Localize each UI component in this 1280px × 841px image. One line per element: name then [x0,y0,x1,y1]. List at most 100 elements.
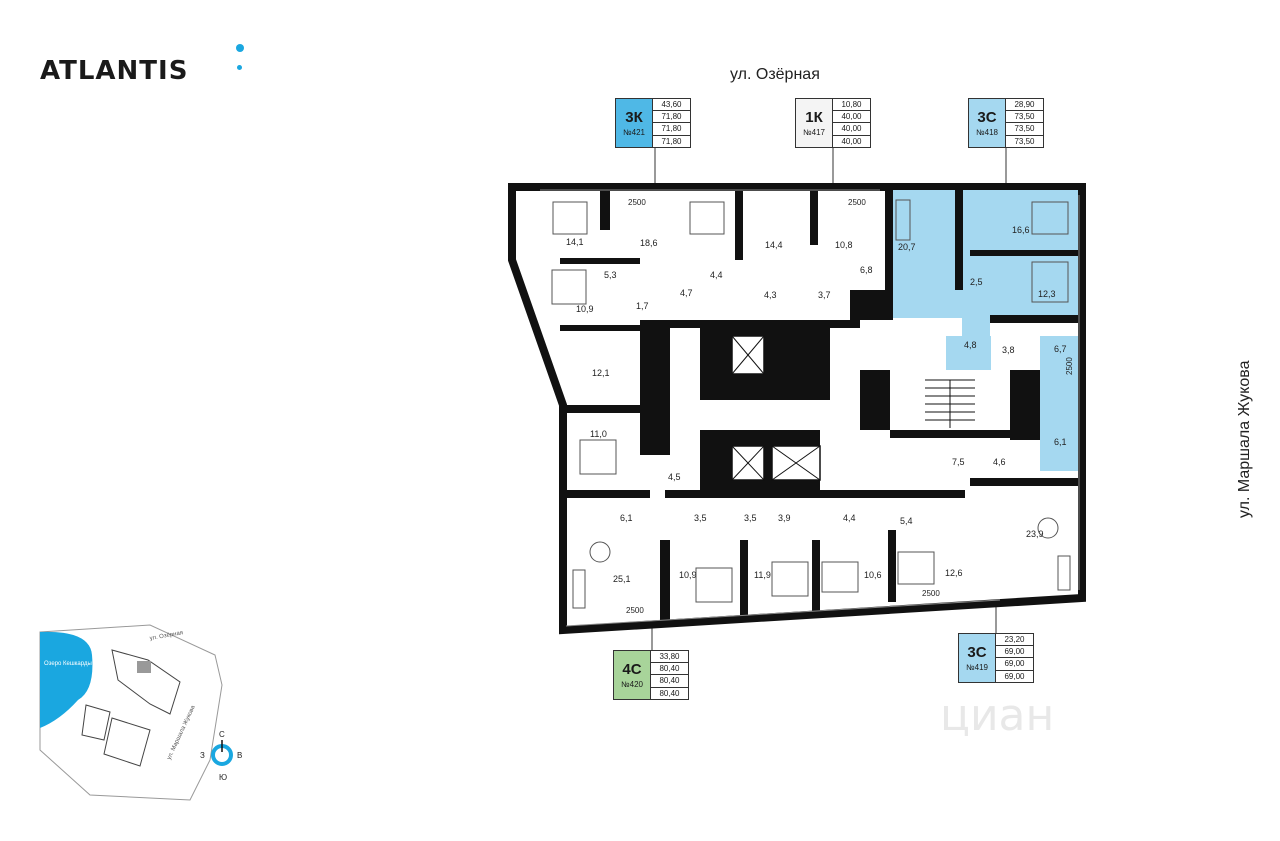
furniture [551,199,1071,609]
room-labels: 14,1 18,6 14,4 10,8 20,7 16,6 5,3 4,4 6,… [566,225,1067,584]
compass-west: З [200,751,205,760]
wall-block [700,320,830,400]
apartment-card-421[interactable]: 3К №421 43,60 71,80 71,80 71,80 [615,98,691,148]
dimension-label: 2500 [628,198,646,207]
core-walls [560,190,1080,625]
room-area-label: 6,1 [620,513,633,523]
bed-icon [1031,201,1069,235]
room-area-label: 10,8 [835,240,853,250]
apartment-type: 3С [977,109,997,126]
room-area-label: 10,6 [864,570,882,580]
value-cell: 80,40 [651,687,689,700]
apartment-type: 3К [625,109,643,126]
minimap-highlight [137,661,151,673]
dimension-label: 2500 [626,606,644,615]
value-cell: 40,00 [833,135,871,148]
room-area-label: 2,5 [970,277,983,287]
apartment-card-419[interactable]: 3С №419 23,20 69,00 69,00 69,00 [958,633,1034,683]
value-cell: 71,80 [653,110,691,123]
apartment-card-420[interactable]: 4С №420 33,80 80,40 80,40 80,40 [613,650,689,700]
brand-logo: ATLANTIS [40,56,188,86]
wall-block [850,290,890,320]
room-area-label: 14,1 [566,237,584,247]
value-cell: 73,50 [1006,110,1044,123]
value-cell: 28,90 [1006,98,1044,111]
bed-icon [695,567,733,603]
room-area-label: 25,1 [613,574,631,584]
wall-block [885,190,893,320]
room-area-label: 11,0 [590,429,607,439]
logo-dot-icon [236,44,244,52]
value-cell: 73,50 [1006,123,1044,136]
sofa-icon [895,199,911,241]
apartment-number: №418 [976,128,998,137]
apartment-type: 3С [967,644,987,661]
site-minimap: Озеро Кешкарды ул. Озёрная ул. Маршала Ж… [39,624,242,801]
apartment-card-417[interactable]: 1К №417 10,80 40,00 40,00 40,00 [795,98,871,148]
value-cell: 69,00 [996,670,1034,683]
value-cell: 80,40 [651,662,689,675]
room-area-label: 7,5 [952,457,965,467]
apartment-card-418[interactable]: 3С №418 28,90 73,50 73,50 73,50 [968,98,1044,148]
apartment-tag: 3К №421 [615,98,653,148]
room-area-label: 16,6 [1012,225,1030,235]
room-area-label: 12,3 [1038,289,1056,299]
wall-block [560,258,640,264]
apartment-tag: 4С №420 [613,650,651,700]
logo-dot-small-icon [237,65,242,70]
room-area-label: 4,8 [964,340,977,350]
wall-block [970,250,1080,256]
wall-block [740,540,748,620]
bed-icon [771,561,809,597]
sofa-icon [1057,555,1071,591]
dimension-labels: 2500 2500 2500 2500 2500 [626,198,1074,615]
value-cell: 40,00 [833,123,871,136]
elevator-crosses [731,335,821,481]
apartment-number: №420 [621,680,643,689]
apartment-type: 4С [622,661,642,678]
apartment-values: 43,60 71,80 71,80 71,80 [653,98,691,148]
bed-icon [897,551,935,585]
apartment-values: 10,80 40,00 40,00 40,00 [833,98,871,148]
wall-block [812,540,820,612]
room-area-label: 23,9 [1026,529,1044,539]
minimap-buildings [81,649,181,767]
wall-block [660,320,860,328]
wall-block [560,405,640,413]
dimension-label: 2500 [848,198,866,207]
minimap-street-top: ул. Озёрная [149,630,183,642]
value-cell: 80,40 [651,675,689,688]
room-area-label: 11,9 [754,570,771,580]
apartment-418-rooms [962,190,1078,336]
value-cell: 40,00 [833,110,871,123]
wall-block [888,530,896,602]
room-area-label: 18,6 [640,238,658,248]
bed-icon [551,269,587,305]
apartment-418-living [892,190,962,318]
staircase-icon [925,379,975,428]
apartment-values: 23,20 69,00 69,00 69,00 [996,633,1034,683]
dimension-label: 2500 [1065,357,1074,375]
wall-block [810,190,818,245]
bed-icon [579,439,617,475]
room-area-label: 12,6 [945,568,963,578]
wall-block [640,320,670,455]
room-area-label: 6,1 [1054,437,1067,447]
value-cell: 43,60 [653,98,691,111]
room-area-label: 3,5 [744,513,757,523]
apartment-tag: 3С №419 [958,633,996,683]
compass-east: В [237,751,242,760]
lake-label: Озеро Кешкарды [44,661,92,667]
sofa-icon [572,569,586,609]
room-area-label: 5,3 [604,270,617,280]
value-cell: 71,80 [653,135,691,148]
apartment-tag: 1К №417 [795,98,833,148]
wall-block [560,325,640,331]
value-cell: 10,80 [833,98,871,111]
street-top-label: ул. Озёрная [730,66,820,83]
wall-block [735,190,743,260]
apartment-number: №419 [966,663,988,672]
wall-block [860,370,890,430]
wall-block [660,540,670,625]
